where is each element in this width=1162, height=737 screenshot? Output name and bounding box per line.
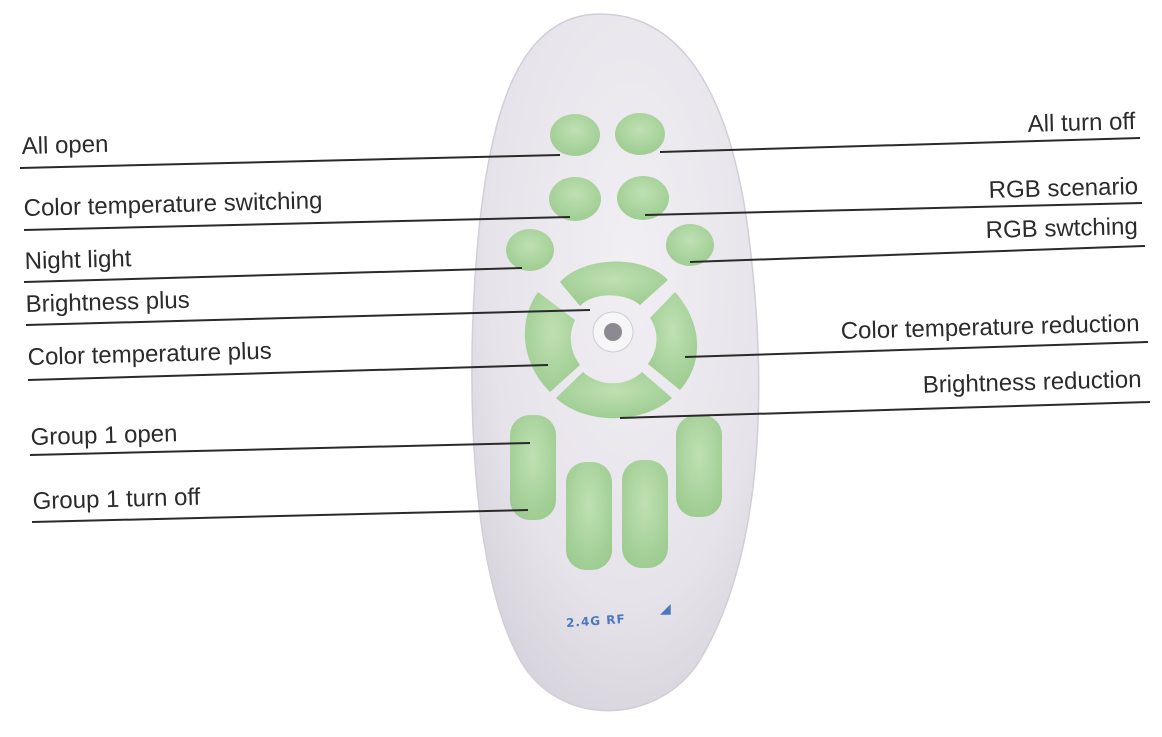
- label-color-temp-plus: Color temperature plus: [27, 337, 273, 371]
- color-temp-plus-button[interactable]: [524, 292, 580, 392]
- leader-color-temp-plus: [27, 364, 549, 381]
- center-button[interactable]: [604, 323, 622, 341]
- group1-button[interactable]: [510, 415, 556, 520]
- label-rgb-switching: RGB swtching: [985, 213, 1139, 244]
- signal-icon: ◢: [660, 600, 671, 616]
- leader-color-temp-switching: [23, 216, 571, 231]
- label-rgb-scenario: RGB scenario: [987, 173, 1139, 204]
- color-temp-reduction-button[interactable]: [648, 292, 698, 390]
- leader-group1-open: [29, 442, 531, 456]
- leader-rgb-scenario: [644, 202, 1143, 216]
- group4-button[interactable]: [676, 415, 722, 517]
- night-light-button[interactable]: [506, 229, 554, 271]
- leader-color-temp-reduction: [684, 341, 1149, 358]
- rgb-scenario-button[interactable]: [617, 176, 669, 220]
- label-all-open: All open: [21, 130, 109, 160]
- brightness-reduction-button[interactable]: [556, 372, 672, 419]
- leader-rgb-switching: [689, 245, 1146, 263]
- leader-all-off: [659, 137, 1141, 153]
- rgb-switching-button[interactable]: [666, 224, 714, 266]
- all-open-button[interactable]: [550, 114, 600, 156]
- remote-buttons: [506, 113, 722, 570]
- label-group1-off: Group 1 turn off: [32, 483, 201, 515]
- group2-button[interactable]: [566, 462, 612, 570]
- label-all-off: All turn off: [1027, 108, 1137, 138]
- brightness-plus-button[interactable]: [560, 261, 668, 306]
- leader-all-open: [19, 154, 561, 169]
- leader-group1-off: [31, 509, 529, 523]
- remote-body: [471, 13, 760, 712]
- color-temp-switch-button[interactable]: [549, 177, 601, 221]
- all-off-button[interactable]: [615, 113, 665, 155]
- label-brightness-plus: Brightness plus: [25, 286, 191, 318]
- leader-brightness-reduction: [619, 401, 1151, 419]
- label-night-light: Night light: [24, 245, 132, 275]
- label-brightness-reduction: Brightness reduction: [922, 366, 1143, 399]
- leader-lines: [19, 137, 1151, 523]
- leader-brightness-plus: [25, 309, 591, 326]
- label-group1-open: Group 1 open: [30, 420, 178, 451]
- group3-button[interactable]: [622, 460, 668, 568]
- leader-night-light: [23, 267, 523, 283]
